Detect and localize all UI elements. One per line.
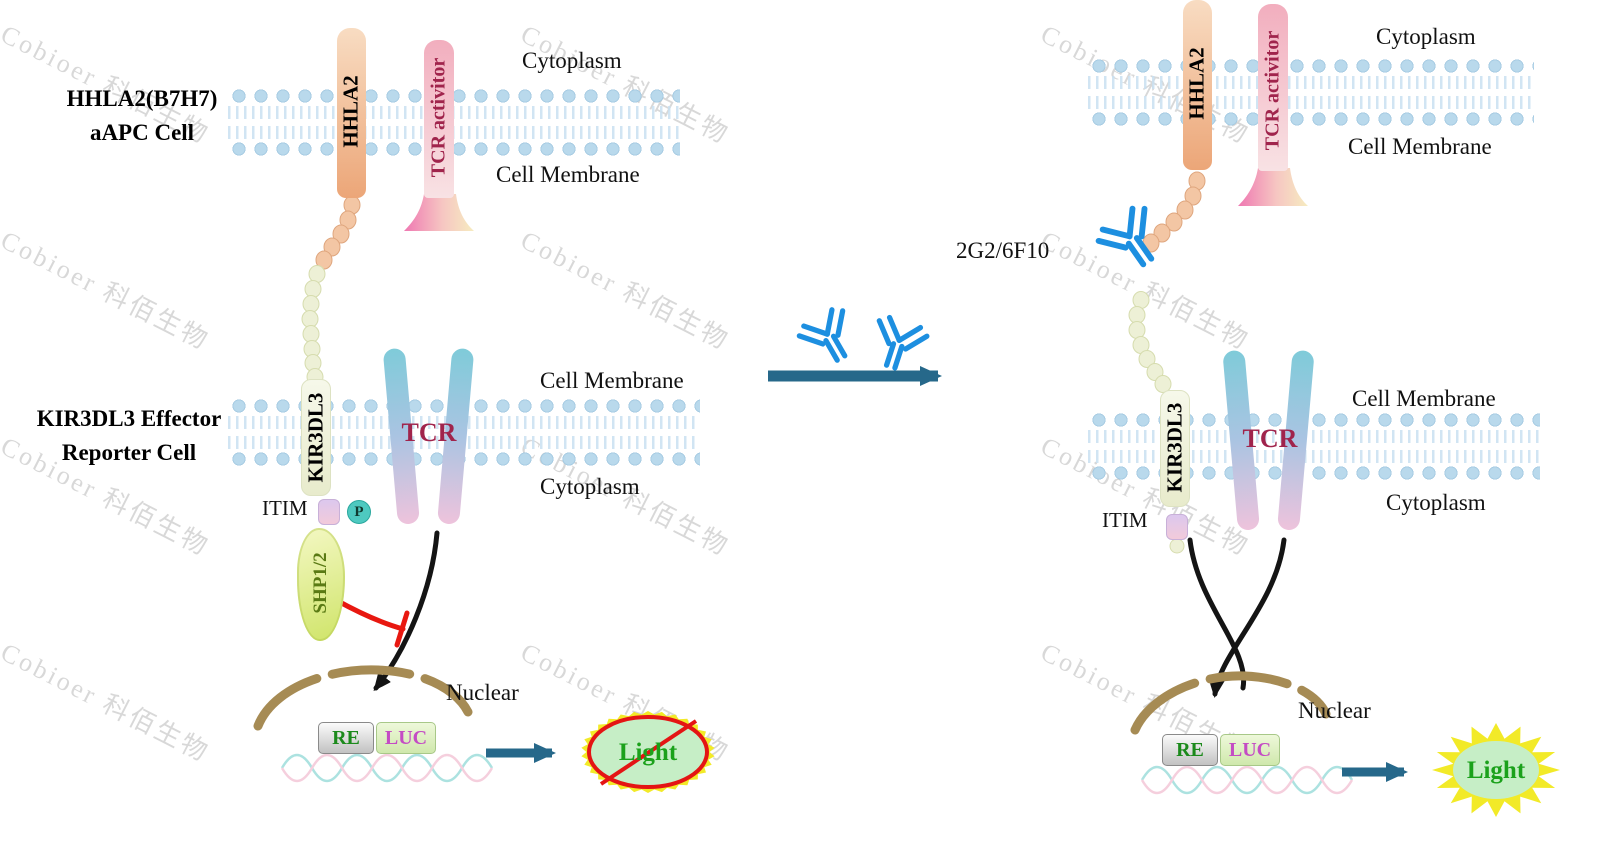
shp-protein xyxy=(297,528,345,641)
tcr-label-left: TCR xyxy=(401,418,457,447)
nuclear-label-left: Nuclear xyxy=(446,680,519,705)
cytoplasm-label-top-right: Cytoplasm xyxy=(1376,24,1476,49)
kir3dl3-bead-chain-left xyxy=(301,265,326,386)
lipid-heads xyxy=(1088,410,1540,430)
dna-helix-left xyxy=(280,753,494,783)
luc-gene-right: LUC xyxy=(1220,734,1280,766)
nuclear-envelopes xyxy=(253,665,1331,735)
tcr-activator-label-left: TCR activitor xyxy=(427,57,450,178)
tcr-activator-protein-right xyxy=(1258,4,1288,171)
luc-gene-left: LUC xyxy=(376,722,436,754)
hhla2-label-right: HHLA2 xyxy=(1184,47,1209,120)
tcr-label-right: TCR xyxy=(1242,424,1298,453)
cell-membrane-label-top-right: Cell Membrane xyxy=(1348,134,1492,159)
cell-membrane-label-top-left: Cell Membrane xyxy=(496,162,640,187)
apc-cell-label-line2: aAPC Cell xyxy=(89,120,195,145)
kir3dl3-label-right: KIR3DL3 xyxy=(1162,402,1187,493)
kir3dl3-protein-right xyxy=(1160,390,1190,507)
antibody-icons xyxy=(796,203,1170,374)
lipid-heads xyxy=(1088,463,1540,483)
effector-membrane-right xyxy=(1088,410,1540,483)
hhla2-label-left: HHLA2 xyxy=(338,75,363,148)
tcr-activator-base-right xyxy=(1238,168,1308,206)
cytoplasm-label-top-left: Cytoplasm xyxy=(522,48,622,73)
nuclear-label-right: Nuclear xyxy=(1298,698,1371,723)
prohibition-sign xyxy=(587,715,709,789)
shp-label: SHP1/2 xyxy=(310,552,331,614)
inhibition-tbar xyxy=(333,597,410,648)
effector-cell-label-line1: KIR3DL3 Effector xyxy=(36,406,222,431)
itim-label-right: ITIM xyxy=(1102,508,1148,532)
light-label-right: Light xyxy=(1466,757,1526,784)
light-label-left: Light xyxy=(618,739,678,766)
effector-cell-label-line2: Reporter Cell xyxy=(61,440,197,465)
antibody-icon xyxy=(796,305,862,370)
cell-membrane-label-mid-right: Cell Membrane xyxy=(1352,386,1496,411)
tcr-receptor-left xyxy=(383,348,474,525)
lipid-tails xyxy=(1088,430,1540,443)
hhla2-protein-right xyxy=(1183,0,1212,170)
cell-membrane-label-mid-left: Cell Membrane xyxy=(540,368,684,393)
hhla2-protein-left xyxy=(337,28,366,198)
lipid-tails xyxy=(1088,450,1540,463)
tcr-receptor-right xyxy=(1223,350,1314,531)
hhla2-bead-chain-left xyxy=(315,195,361,270)
light-bulb xyxy=(1453,741,1539,799)
cytoplasm-label-bottom-right: Cytoplasm xyxy=(1386,490,1486,515)
itim-motif-right xyxy=(1166,514,1188,540)
tcr-signal-arrows xyxy=(373,530,1287,698)
cytoplasm-label-bottom-left: Cytoplasm xyxy=(540,474,640,499)
antibody-icon xyxy=(867,315,929,374)
apc-cell-label-line1: HHLA2(B7H7) xyxy=(66,86,218,111)
re-element-right: RE xyxy=(1162,734,1218,766)
kir3dl3-bead-chain-right xyxy=(1128,291,1185,554)
tcr-activator-base-left xyxy=(404,194,474,231)
hhla2-bead-chain-right xyxy=(1142,171,1206,253)
antibody-name-label: 2G2/6F10 xyxy=(956,238,1050,263)
re-element-left: RE xyxy=(318,722,374,754)
phospho-badge: P xyxy=(347,500,371,524)
itim-motif-left xyxy=(318,499,340,525)
tcr-activator-label-right: TCR activitor xyxy=(1261,30,1284,151)
kir3dl3-protein-left xyxy=(301,379,331,496)
itim-label-left: ITIM xyxy=(262,496,308,520)
dna-helix-right xyxy=(1140,765,1354,795)
tcr-activator-protein-left xyxy=(424,40,454,198)
